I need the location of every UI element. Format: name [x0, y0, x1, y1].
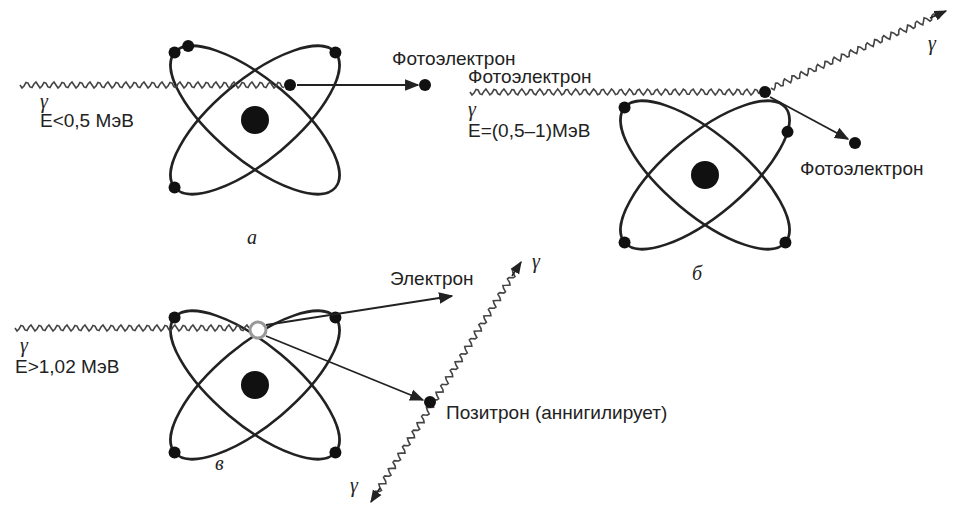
electron-dot [619, 102, 631, 114]
energy-label: E<0,5 МэВ [40, 110, 134, 132]
electron-track [266, 296, 452, 325]
gamma-ray [20, 82, 284, 88]
electron-dot [169, 47, 181, 59]
energy-label: E=(0,5–1)МэВ [468, 120, 590, 142]
electron-label: Электрон [390, 268, 474, 290]
electron-dot [284, 79, 296, 91]
electron-dot [619, 236, 631, 248]
gamma-ray [15, 325, 249, 331]
gamma-head [371, 488, 380, 502]
electron-orbit [599, 77, 811, 273]
gamma-symbol: γ [20, 334, 28, 357]
electron-dot [169, 312, 181, 324]
annihilation-gamma [374, 270, 516, 493]
electron-dot [169, 446, 181, 458]
electron-dot [169, 181, 181, 193]
electron-dot [329, 47, 341, 59]
panel-letter: а [247, 226, 257, 249]
photoelectron-dot [849, 137, 861, 149]
electron-dot [759, 86, 771, 98]
nucleus [241, 371, 269, 399]
gamma-symbol: γ [928, 32, 936, 55]
gamma-ray [470, 89, 759, 95]
electron-track [770, 97, 848, 139]
positron-label: Позитрон (аннигилирует) [446, 402, 667, 424]
gamma-symbol: γ [532, 250, 540, 273]
panel-letter: в [215, 452, 224, 475]
scattered-gamma [771, 14, 940, 90]
photoelectron-label: Фотоэлектрон [468, 66, 591, 88]
panel-letter: б [692, 262, 702, 285]
gamma-head [930, 11, 946, 18]
electron-dot [329, 446, 341, 458]
nucleus [691, 161, 719, 189]
electron-orbit [149, 287, 361, 483]
electron-dot [782, 126, 794, 138]
electron-orbit [149, 22, 361, 218]
electron-orbit [149, 287, 361, 483]
energy-label: E>1,02 МэВ [15, 356, 119, 378]
gamma-head [512, 262, 521, 276]
pair-creation-point [250, 322, 266, 338]
electron-orbit [149, 22, 361, 218]
electron-dot [182, 40, 194, 52]
nucleus [241, 106, 269, 134]
gamma-symbol: γ [40, 90, 48, 113]
gamma-symbol: γ [350, 474, 358, 497]
electron-orbit [599, 77, 811, 273]
photoelectron-label: Фотоэлектрон [800, 158, 923, 180]
photoelectron-dot [419, 79, 431, 91]
positron-track [266, 336, 423, 400]
electron-track [297, 84, 418, 86]
electron-dot [779, 236, 791, 248]
gamma-symbol: γ [468, 98, 476, 121]
positron-dot [424, 396, 436, 408]
